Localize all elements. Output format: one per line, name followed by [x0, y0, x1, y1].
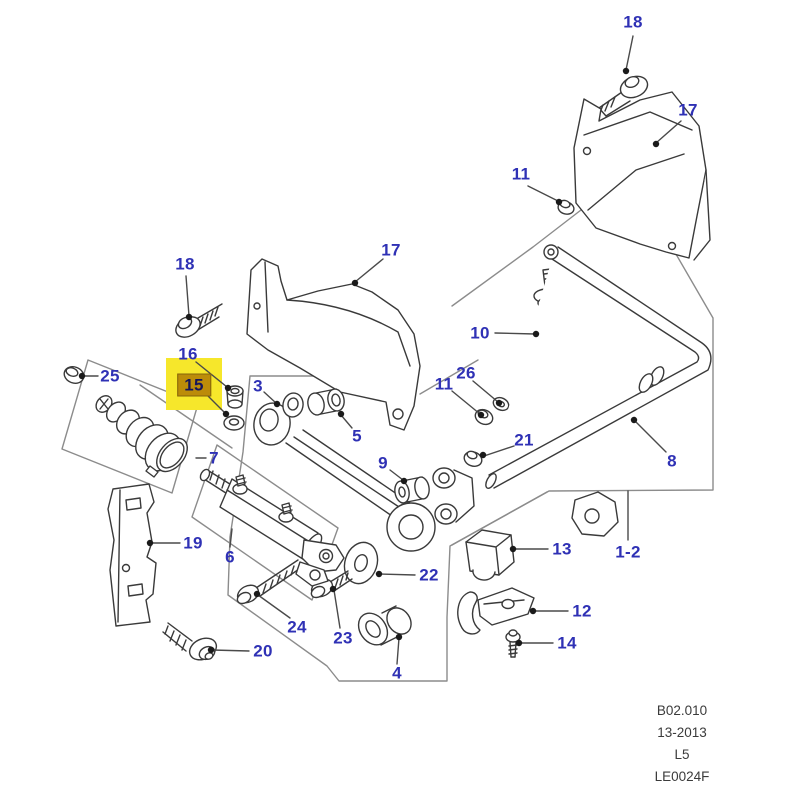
- bracket-19-illustration: [107, 483, 157, 627]
- callout-20[interactable]: 20: [253, 641, 273, 661]
- callout-11-mid[interactable]: 11: [434, 374, 454, 394]
- cv-boot-7-illustration: [95, 395, 188, 478]
- callout-16[interactable]: 16: [178, 344, 198, 364]
- drawing-date: 13-2013: [657, 725, 707, 740]
- callout-23[interactable]: 23: [333, 628, 353, 648]
- callout-26[interactable]: 26: [456, 363, 476, 383]
- callout-7[interactable]: 7: [209, 448, 219, 468]
- callout-10[interactable]: 10: [470, 323, 490, 343]
- callout-17-shield-center[interactable]: 17: [381, 240, 401, 260]
- callout-18-topright[interactable]: 18: [623, 12, 643, 32]
- bolt-24-illustration: [236, 559, 303, 605]
- bushing-9-illustration: [394, 476, 430, 504]
- stabilizer-bar-8-illustration: [485, 244, 712, 490]
- cylinder-6-illustration: [199, 468, 345, 587]
- callout-8[interactable]: 8: [667, 451, 677, 471]
- nut-11-top-illustration: [557, 199, 575, 215]
- leader-dots: [78, 67, 660, 654]
- callout-13[interactable]: 13: [552, 539, 572, 559]
- callout-19[interactable]: 19: [183, 533, 203, 553]
- bracket-12-illustration: [457, 587, 535, 635]
- bushing-4-illustration: [357, 605, 412, 646]
- shield-17-center-illustration: [246, 258, 421, 431]
- callout-14[interactable]: 14: [557, 633, 577, 653]
- callout-6[interactable]: 6: [225, 547, 235, 567]
- callout-22[interactable]: 22: [419, 565, 439, 585]
- callout-21[interactable]: 21: [514, 430, 534, 450]
- screw-20-illustration: [162, 622, 218, 661]
- drawing-sheet: L5: [674, 747, 690, 762]
- bar-mount-bracket-illustration: [571, 491, 619, 537]
- control-arm-3-illustration: [253, 392, 436, 552]
- callout-15-highlighted[interactable]: 15: [177, 373, 211, 397]
- outline-boxes: [61, 172, 714, 682]
- nut-11-mid-illustration: [474, 408, 494, 426]
- washer-22-illustration: [343, 541, 379, 585]
- drawing-number: B02.010: [656, 703, 708, 718]
- callout-18-left[interactable]: 18: [175, 254, 195, 274]
- washer-15-illustration: [223, 415, 245, 431]
- callout-11-upper[interactable]: 11: [511, 164, 531, 184]
- callout-25[interactable]: 25: [100, 366, 120, 386]
- clamp-13-illustration: [465, 529, 515, 581]
- callout-9[interactable]: 9: [378, 453, 388, 473]
- screw-18-left-illustration: [175, 303, 223, 338]
- knuckle-link-illustration: [432, 467, 475, 525]
- drawing-code: LE0024F: [654, 769, 710, 784]
- callout-24[interactable]: 24: [287, 617, 307, 637]
- shield-17-right-illustration: [573, 91, 711, 261]
- drawing-info: B02.010 13-2013 L5 LE0024F: [617, 700, 747, 788]
- callout-12[interactable]: 12: [572, 601, 592, 621]
- bushing-5-illustration: [307, 388, 345, 416]
- callout-1-2[interactable]: 1-2: [615, 542, 641, 562]
- nut-21-illustration: [463, 450, 483, 467]
- callout-4[interactable]: 4: [392, 663, 402, 683]
- callout-5[interactable]: 5: [352, 426, 362, 446]
- callout-17-shield-right[interactable]: 17: [678, 100, 698, 120]
- leader-lines: [82, 35, 682, 665]
- screw-14-illustration: [505, 629, 521, 658]
- callout-3[interactable]: 3: [253, 376, 263, 396]
